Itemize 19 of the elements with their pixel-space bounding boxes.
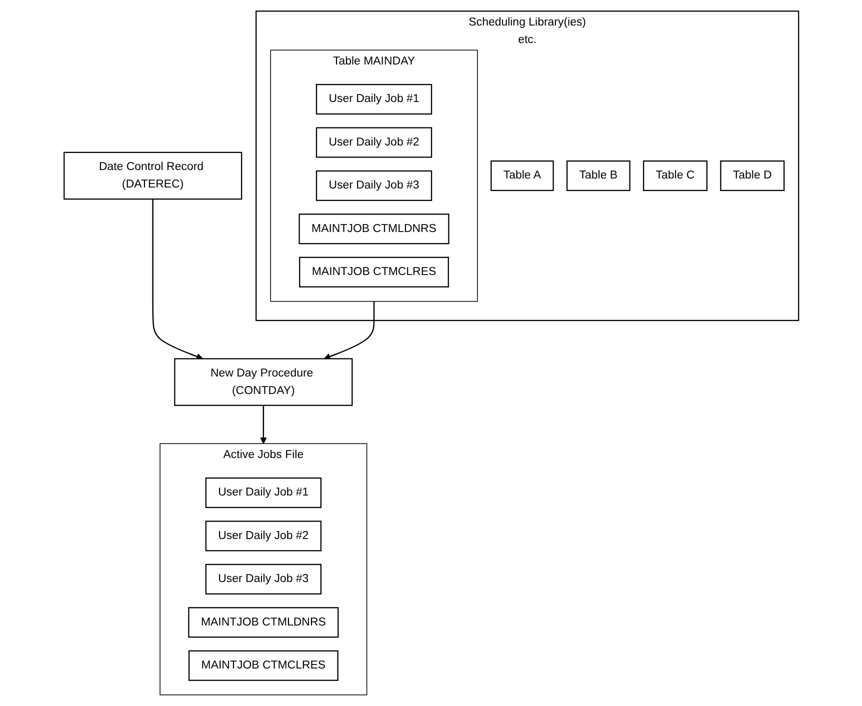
node-box: User Daily Job #3 [204, 564, 322, 594]
arrow [260, 405, 266, 444]
node-box: Table C [642, 160, 708, 192]
node-box: MAINTJOB CTMLDNRS [298, 214, 449, 244]
node-box: MAINTJOB CTMCLRES [188, 650, 338, 681]
node-box: Date Control Record (DATEREC) [63, 152, 242, 200]
node-box: User Daily Job #2 [204, 520, 322, 552]
node-box: Table A [490, 160, 554, 192]
node-box: Table D [720, 160, 784, 192]
node-box: MAINTJOB CTMLDNRS [188, 607, 338, 638]
node-box: MAINTJOB CTMCLRES [298, 256, 449, 288]
node-box: User Daily Job #2 [316, 127, 432, 158]
node-box: User Daily Job #1 [204, 477, 322, 508]
node-box: New Day Procedure (CONTDAY) [174, 358, 352, 406]
node-box: User Daily Job #1 [316, 84, 432, 115]
arrow [324, 301, 374, 360]
node-box: Table B [566, 160, 630, 192]
node-box: User Daily Job #3 [316, 170, 432, 201]
arrow [152, 199, 203, 360]
